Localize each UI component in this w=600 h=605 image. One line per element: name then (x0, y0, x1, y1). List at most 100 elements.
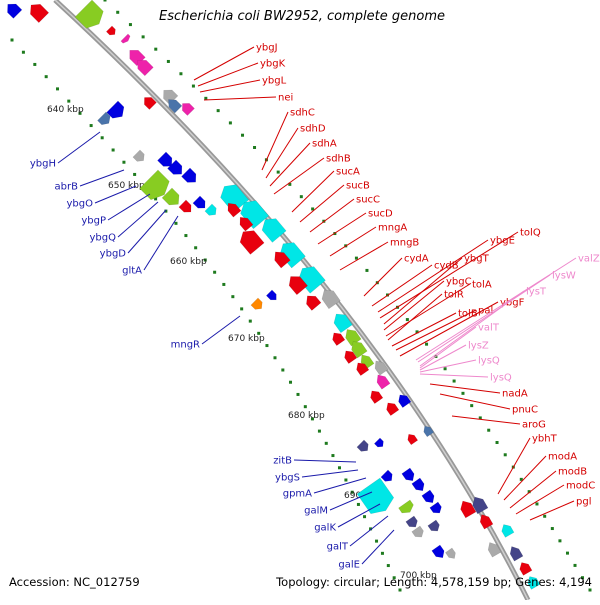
forward-gene-label: galK (314, 523, 336, 534)
accession-label: Accession: (9, 575, 70, 589)
outer-ruler-tick (103, 0, 107, 2)
reverse-gene-arrow (460, 500, 477, 519)
cds-arrow (374, 360, 389, 376)
reverse-gene-label: sucC (356, 195, 380, 206)
outer-ruler-tick (543, 514, 547, 518)
reverse-gene-arrow (472, 496, 489, 515)
inner-ruler-tick (203, 258, 207, 262)
outer-ruler-tick (365, 268, 369, 272)
forward-gene-arrow (167, 159, 183, 175)
rna-gene-label-leader (419, 359, 477, 373)
reverse-gene-label-leader (395, 309, 477, 351)
reverse-gene-arrow (527, 576, 541, 590)
reverse-gene-label: tolA (472, 280, 492, 291)
outer-ruler-tick (128, 23, 132, 27)
cds-arrow (139, 169, 170, 200)
ruler-label: 670 kbp (228, 334, 265, 344)
reverse-gene-label: nei (278, 93, 293, 104)
reverse-gene-label-leader (309, 198, 355, 233)
reverse-gene-label-leader (529, 500, 575, 521)
reverse-gene-label: modC (566, 481, 595, 492)
reverse-gene-label-leader (377, 239, 489, 313)
outer-ruler-tick (478, 416, 482, 420)
rna-gene-label: lysT (526, 287, 547, 298)
cds-arrow (250, 297, 263, 310)
reverse-gene-label-leader (503, 455, 547, 501)
inner-ruler-tick (164, 209, 168, 213)
cds-arrow (321, 289, 341, 310)
reverse-gene-label: sdhB (326, 154, 351, 165)
ruler-label: 680 kbp (288, 411, 325, 421)
cds-arrow (227, 202, 242, 218)
rna-gene-label-leader (417, 274, 551, 363)
outer-ruler-tick (116, 10, 120, 14)
inner-ruler-tick (317, 429, 321, 433)
forward-gene-arrow (429, 501, 442, 514)
reverse-gene-label: tolR (444, 290, 464, 301)
reverse-gene-label-leader (203, 96, 277, 101)
forward-gene-label-leader (349, 515, 389, 547)
cds-arrow (487, 542, 502, 558)
outer-ruler-tick (558, 539, 562, 543)
topology-info: Topology: circular; Length: 4,578,159 bp… (276, 575, 592, 589)
forward-gene-label-leader (127, 209, 167, 254)
cds-arrow (423, 426, 435, 438)
forward-gene-arrow (405, 515, 418, 528)
inner-ruler-tick (369, 527, 373, 531)
reverse-gene-arrow (274, 251, 291, 269)
cds-arrow (132, 149, 145, 162)
forward-gene-label: ybgQ (90, 233, 117, 244)
forward-gene-label: ybgH (30, 159, 56, 170)
outer-ruler-tick (550, 527, 554, 531)
cds-arrow (97, 111, 111, 125)
cds-arrow (332, 332, 346, 346)
reverse-gene-arrow (509, 546, 524, 562)
cds-arrow (479, 514, 494, 530)
forward-gene-label-leader (313, 477, 367, 494)
cds-arrow (407, 434, 419, 446)
forward-gene-arrow (181, 167, 197, 183)
cds-arrow (157, 151, 173, 167)
forward-gene-arrow (106, 100, 125, 119)
reverse-gene-arrow (345, 329, 362, 347)
forward-gene-label-leader (201, 315, 241, 345)
cds-arrow (137, 59, 154, 77)
reverse-gene-arrow (182, 103, 195, 116)
inner-ruler-tick (257, 331, 261, 335)
outer-ruler-tick (470, 404, 474, 408)
outer-ruler-tick (535, 502, 539, 506)
inner-ruler-tick (363, 515, 367, 519)
outer-ruler-tick (299, 195, 303, 199)
forward-gene-arrow (380, 469, 393, 482)
reverse-gene-label: tolQ (520, 228, 541, 239)
cds-arrow (431, 544, 445, 558)
cds-arrow (460, 500, 477, 519)
inner-ruler-tick (265, 344, 269, 348)
outer-ruler-tick (154, 47, 158, 51)
outer-ruler-tick (588, 588, 592, 592)
reverse-gene-label: modB (558, 467, 587, 478)
reverse-gene-label: nadA (502, 389, 528, 400)
inner-ruler-tick (248, 319, 252, 323)
reverse-gene-label-leader (193, 46, 255, 81)
forward-gene-arrow (421, 489, 435, 503)
rna-gene-label-leader (419, 344, 467, 371)
cds-arrow (427, 519, 440, 532)
outer-ruler-tick (276, 170, 280, 174)
reverse-gene-arrow (144, 97, 157, 110)
forward-gene-label: ybgS (275, 473, 300, 484)
inner-ruler-tick (324, 441, 328, 445)
reverse-gene-arrow (376, 374, 391, 390)
outer-ruler-tick (204, 96, 208, 100)
outer-ruler-tick (191, 84, 195, 88)
forward-gene-arrow (356, 439, 369, 452)
forward-gene-arrow (178, 199, 192, 213)
inner-ruler-tick (375, 539, 379, 543)
reverse-gene-label: ybgJ (256, 43, 278, 54)
cds-arrow (182, 103, 195, 116)
cds-arrow (30, 3, 50, 23)
cds-arrow (356, 477, 395, 514)
forward-gene-arrow (120, 33, 131, 44)
cds-arrow (386, 402, 400, 416)
